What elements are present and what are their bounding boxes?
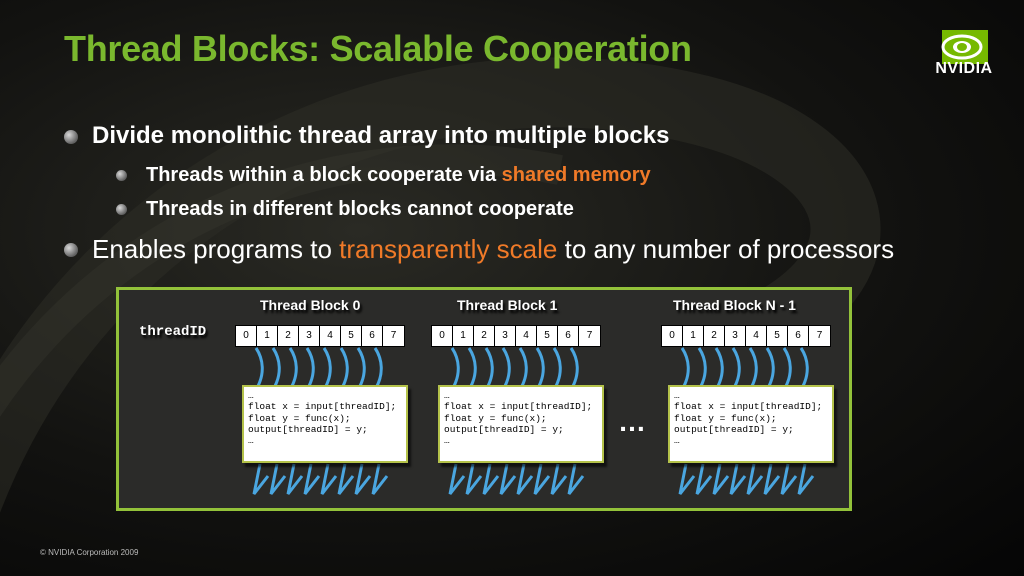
kernel-code-box: …float x = input[threadID];float y = fun… — [242, 385, 408, 463]
thread-id-cell: 5 — [341, 326, 362, 346]
thread-id-cell: 7 — [816, 330, 823, 341]
bullet-dot-icon — [116, 204, 127, 215]
code-line: … — [674, 435, 680, 447]
code-line: … — [674, 390, 680, 401]
thread-id-cell: 0 — [662, 326, 683, 346]
thread-id-cell: 6 — [558, 326, 579, 346]
bullet-level1: Enables programs to transparently scale … — [60, 234, 894, 274]
thread-block-title: Thread Block 0 — [260, 297, 361, 313]
thread-id-cell: 1 — [453, 326, 474, 346]
blocks-ellipsis: … — [618, 406, 647, 437]
bullet-dot-icon — [116, 170, 127, 181]
code-line: float x = input[threadID]; — [248, 401, 397, 413]
thread-id-cell: 1 — [257, 326, 278, 346]
bullet-highlight: transparently scale — [339, 234, 558, 264]
code-line: output[threadID] = y; — [674, 423, 794, 435]
bullet-level2: Threads in different blocks cannot coope… — [60, 198, 894, 232]
nvidia-wordmark: NVIDIA — [935, 60, 993, 77]
code-line: … — [444, 435, 450, 447]
thread-id-cell: 4 — [516, 326, 537, 346]
code-line: … — [444, 390, 450, 401]
bullet-dot-icon — [64, 243, 78, 257]
bullet-highlight: shared memory — [501, 164, 651, 186]
thread-id-cell: 3 — [299, 326, 320, 346]
thread-id-cell: 3 — [495, 326, 516, 346]
bullet-level2: Threads within a block cooperate via sha… — [60, 164, 894, 198]
code-line: … — [248, 435, 254, 447]
kernel-code-box: …float x = input[threadID];float y = fun… — [668, 385, 834, 463]
bullet-text: Threads in different blocks cannot coope… — [146, 198, 574, 220]
code-line: float y = func(x); — [674, 412, 777, 424]
thread-block-title: Thread Block 1 — [457, 297, 558, 313]
thread-id-cell: 6 — [362, 326, 383, 346]
bullet-text: Enables programs to — [92, 234, 340, 264]
thread-id-cell: 0 — [432, 326, 453, 346]
thread-id-cell: 2 — [278, 326, 299, 346]
thread-id-cell: 2 — [474, 326, 495, 346]
bullet-level1: Divide monolithic thread array into mult… — [60, 122, 894, 158]
thread-id-cell: 2 — [704, 326, 725, 346]
thread-id-label: threadID — [139, 324, 207, 340]
code-line: float x = input[threadID]; — [444, 401, 593, 413]
thread-id-cell: 6 — [788, 326, 809, 346]
code-line: float y = func(x); — [444, 412, 547, 424]
thread-id-cell: 5 — [767, 326, 788, 346]
code-line: output[threadID] = y; — [444, 423, 564, 435]
thread-id-cell: 3 — [725, 326, 746, 346]
copyright-footer: © NVIDIA Corporation 2009 — [40, 548, 139, 557]
thread-block-title: Thread Block N - 1 — [673, 297, 796, 313]
slide-title: Thread Blocks: Scalable Cooperation — [64, 28, 692, 69]
bullet-text: to any number of processors — [557, 234, 895, 264]
code-line: output[threadID] = y; — [248, 423, 368, 435]
nvidia-logo-icon — [941, 30, 988, 64]
thread-arrow-icon — [252, 347, 389, 495]
bullet-text: Divide monolithic thread array into mult… — [92, 122, 670, 149]
thread-id-cell: 7 — [586, 330, 593, 341]
code-line: float y = func(x); — [248, 412, 351, 424]
bullet-text: Threads within a block cooperate via — [146, 164, 502, 186]
thread-arrow-icon — [448, 347, 585, 495]
code-line: float x = input[threadID]; — [674, 401, 823, 413]
thread-arrow-icon — [678, 347, 815, 495]
thread-id-cell: 1 — [683, 326, 704, 346]
bullet-list: Divide monolithic thread array into mult… — [60, 120, 894, 274]
bullet-dot-icon — [64, 130, 78, 144]
code-line: … — [248, 390, 254, 401]
thread-id-cell: 0 — [236, 326, 257, 346]
thread-id-cell: 4 — [320, 326, 341, 346]
thread-id-cell: 4 — [746, 326, 767, 346]
thread-id-cell: 5 — [537, 326, 558, 346]
kernel-code-box: …float x = input[threadID];float y = fun… — [438, 385, 604, 463]
thread-id-cell: 7 — [390, 330, 397, 341]
